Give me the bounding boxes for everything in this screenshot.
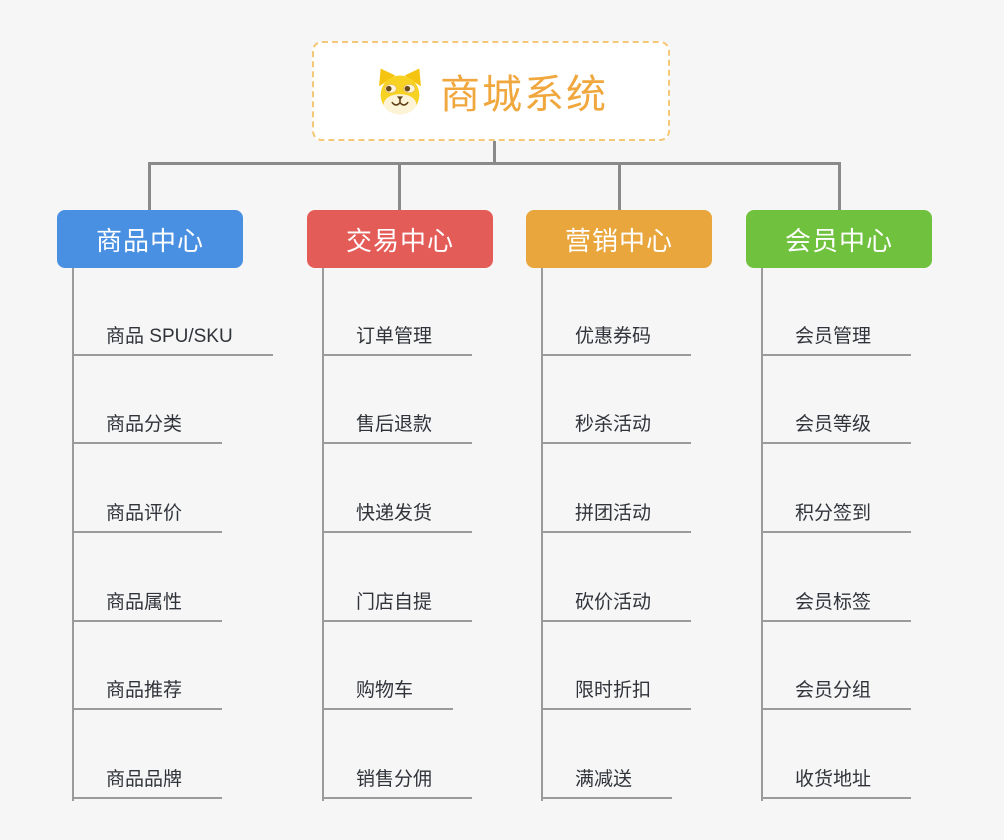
root-node-mall-system[interactable]: 商城系统 xyxy=(312,41,670,141)
branch-node-trade-center[interactable]: 交易中心 xyxy=(307,210,493,268)
leaf-node[interactable]: 商品属性 xyxy=(72,586,223,622)
connector-drop xyxy=(148,162,151,210)
leaf-node[interactable]: 会员等级 xyxy=(761,408,912,444)
leaf-node[interactable]: 积分签到 xyxy=(761,497,912,533)
connector-trunk xyxy=(541,268,543,801)
branch-node-member-center[interactable]: 会员中心 xyxy=(746,210,932,268)
leaf-node[interactable]: 会员标签 xyxy=(761,586,912,622)
root-title: 商城系统 xyxy=(440,73,608,117)
leaf-node[interactable]: 销售分佣 xyxy=(322,763,473,799)
dog-face-icon xyxy=(379,68,421,115)
leaf-node[interactable]: 商品品牌 xyxy=(72,763,223,799)
connector-trunk xyxy=(72,268,74,801)
leaf-node[interactable]: 商品 SPU/SKU xyxy=(72,320,273,356)
connector-drop xyxy=(838,162,841,210)
connector-drop xyxy=(618,162,621,210)
branch-node-marketing-center[interactable]: 营销中心 xyxy=(526,210,712,268)
branch-column-trade-center: 交易中心 订单管理 售后退款 快递发货 门店自提 购物车 销售分佣 xyxy=(307,210,493,820)
branch-column-marketing-center: 营销中心 优惠券码 秒杀活动 拼团活动 砍价活动 限时折扣 满减送 xyxy=(526,210,712,820)
connector-horizontal-rail xyxy=(148,162,841,165)
leaf-node[interactable]: 售后退款 xyxy=(322,408,473,444)
branch-node-product-center[interactable]: 商品中心 xyxy=(57,210,243,268)
leaf-node[interactable]: 商品推荐 xyxy=(72,674,223,710)
leaf-node[interactable]: 商品分类 xyxy=(72,408,223,444)
leaf-node[interactable]: 限时折扣 xyxy=(541,674,692,710)
leaf-node[interactable]: 拼团活动 xyxy=(541,497,692,533)
connector-trunk xyxy=(761,268,763,801)
leaf-node[interactable]: 满减送 xyxy=(541,763,673,799)
connector-root-stub xyxy=(493,141,496,164)
branch-column-member-center: 会员中心 会员管理 会员等级 积分签到 会员标签 会员分组 收货地址 xyxy=(746,210,932,820)
leaf-node[interactable]: 购物车 xyxy=(322,674,454,710)
leaf-node[interactable]: 快递发货 xyxy=(322,497,473,533)
leaf-node[interactable]: 会员分组 xyxy=(761,674,912,710)
leaf-node[interactable]: 秒杀活动 xyxy=(541,408,692,444)
leaf-node[interactable]: 订单管理 xyxy=(322,320,473,356)
leaf-node[interactable]: 商品评价 xyxy=(72,497,223,533)
leaf-node[interactable]: 会员管理 xyxy=(761,320,912,356)
connector-trunk xyxy=(322,268,324,801)
connector-drop xyxy=(398,162,401,210)
leaf-node[interactable]: 砍价活动 xyxy=(541,586,692,622)
leaf-node[interactable]: 收货地址 xyxy=(761,763,912,799)
leaf-node[interactable]: 门店自提 xyxy=(322,586,473,622)
leaf-node[interactable]: 优惠券码 xyxy=(541,320,692,356)
branch-column-product-center: 商品中心 商品 SPU/SKU 商品分类 商品评价 商品属性 商品推荐 商品品牌 xyxy=(57,210,273,820)
